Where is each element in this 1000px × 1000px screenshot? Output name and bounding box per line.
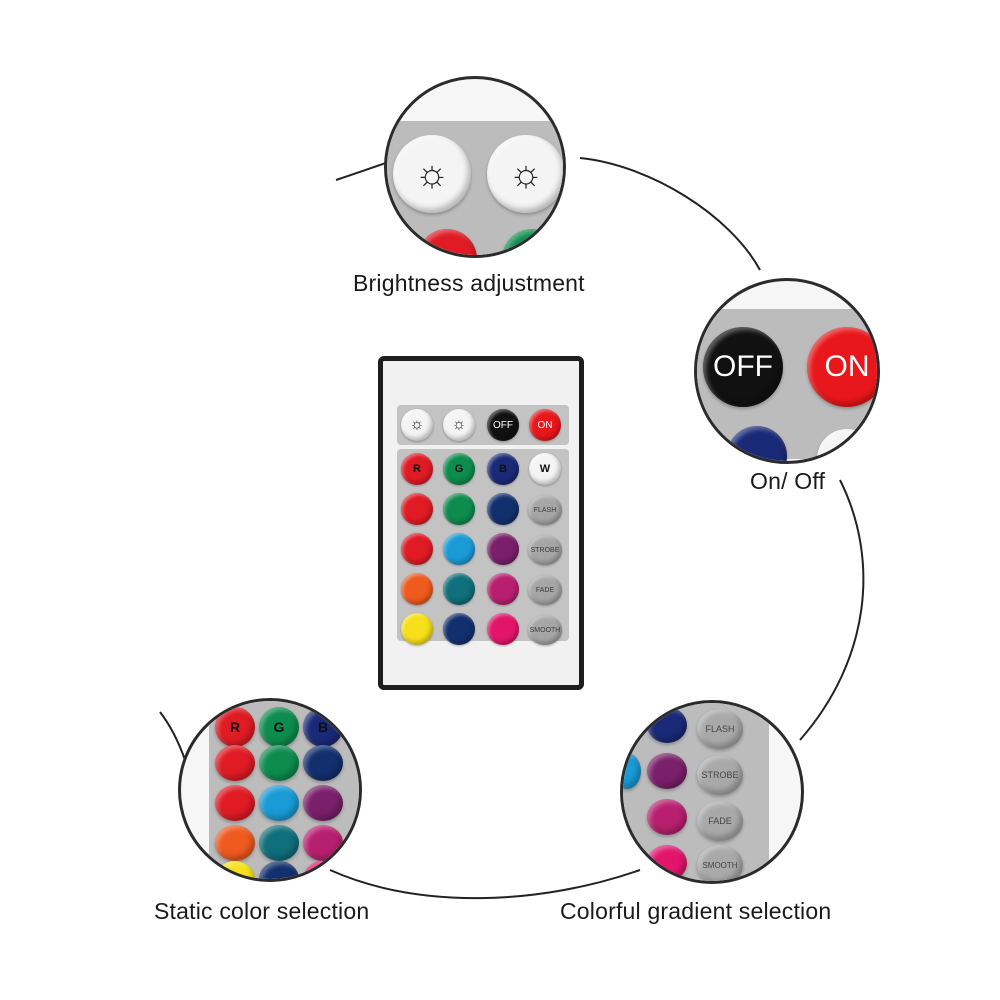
zoom-color-dot[interactable] <box>647 707 687 743</box>
sun-up-icon: ☼ <box>409 416 425 433</box>
ir-remote: ☼ ☼ OFF ON R G B W FLASH STROBE FADE SMO… <box>378 356 584 690</box>
zoom-g-button[interactable]: G <box>259 707 299 747</box>
off-button[interactable]: OFF <box>703 327 783 407</box>
caption-onoff: On/ Off <box>750 468 826 494</box>
zoom-color-dot[interactable] <box>303 745 343 781</box>
brightness-down-button[interactable]: ☼ <box>487 135 563 213</box>
remote-brightness-down[interactable]: ☼ <box>443 409 475 441</box>
remote-w-button[interactable]: W <box>529 453 561 485</box>
zoom-gradient-modes: FLASH STROBE FADE SMOOTH <box>620 700 804 884</box>
zoom-color-dot[interactable] <box>215 745 255 781</box>
zoom-plate <box>623 703 769 881</box>
remote-color-button[interactable] <box>487 533 519 565</box>
remote-fade-button[interactable]: FADE <box>528 575 562 605</box>
remote-g-button[interactable]: G <box>443 453 475 485</box>
zoom-color-dot[interactable] <box>647 799 687 835</box>
zoom-color-dot[interactable] <box>259 825 299 861</box>
remote-color-button[interactable] <box>401 573 433 605</box>
zoom-color-dot[interactable] <box>647 753 687 789</box>
remote-flash-button[interactable]: FLASH <box>528 495 562 525</box>
zoom-brightness: ☼ ☼ <box>384 76 566 258</box>
zoom-color-dot[interactable] <box>215 861 255 879</box>
zoom-color-dot[interactable] <box>303 825 343 861</box>
zoom-color-dot[interactable] <box>215 785 255 821</box>
remote-r-button[interactable]: R <box>401 453 433 485</box>
remote-color-button[interactable] <box>443 573 475 605</box>
zoom-color-dot[interactable] <box>623 753 641 789</box>
caption-gradient: Colorful gradient selection <box>560 898 832 924</box>
remote-color-button[interactable] <box>443 533 475 565</box>
sun-up-icon: ☼ <box>414 152 450 195</box>
zoom-color-dot[interactable] <box>647 845 687 881</box>
remote-off-button[interactable]: OFF <box>487 409 519 441</box>
remote-smooth-button[interactable]: SMOOTH <box>528 615 562 645</box>
remote-color-button[interactable] <box>443 613 475 645</box>
sun-down-icon: ☼ <box>508 152 544 195</box>
remote-color-button[interactable] <box>487 493 519 525</box>
remote-color-button[interactable] <box>487 613 519 645</box>
zoom-color-dot[interactable] <box>303 861 343 879</box>
zoom-color-dot[interactable] <box>259 861 299 879</box>
zoom-color-dot[interactable] <box>215 825 255 861</box>
sun-down-icon: ☼ <box>451 416 467 433</box>
fade-button[interactable]: FADE <box>697 801 743 841</box>
brightness-up-button[interactable]: ☼ <box>393 135 471 213</box>
remote-color-button[interactable] <box>401 533 433 565</box>
caption-brightness: Brightness adjustment <box>353 270 585 296</box>
zoom-static-colors: R G B <box>178 698 362 882</box>
remote-color-button[interactable] <box>401 493 433 525</box>
zoom-color-dot[interactable] <box>259 785 299 821</box>
zoom-color-dot[interactable] <box>259 745 299 781</box>
flash-button[interactable]: FLASH <box>697 709 743 749</box>
remote-color-button[interactable] <box>487 573 519 605</box>
on-button[interactable]: ON <box>807 327 877 407</box>
strobe-button[interactable]: STROBE <box>697 755 743 795</box>
zoom-onoff: OFF ON <box>694 278 880 464</box>
zoom-b-button[interactable]: B <box>303 707 343 747</box>
remote-strobe-button[interactable]: STROBE <box>528 535 562 565</box>
remote-b-button[interactable]: B <box>487 453 519 485</box>
smooth-button[interactable]: SMOOTH <box>697 845 743 881</box>
zoom-color-dot[interactable] <box>303 785 343 821</box>
remote-color-button[interactable] <box>401 613 433 645</box>
remote-color-button[interactable] <box>443 493 475 525</box>
caption-static: Static color selection <box>154 898 370 924</box>
remote-brightness-up[interactable]: ☼ <box>401 409 433 441</box>
zoom-r-button[interactable]: R <box>215 707 255 747</box>
remote-on-button[interactable]: ON <box>529 409 561 441</box>
